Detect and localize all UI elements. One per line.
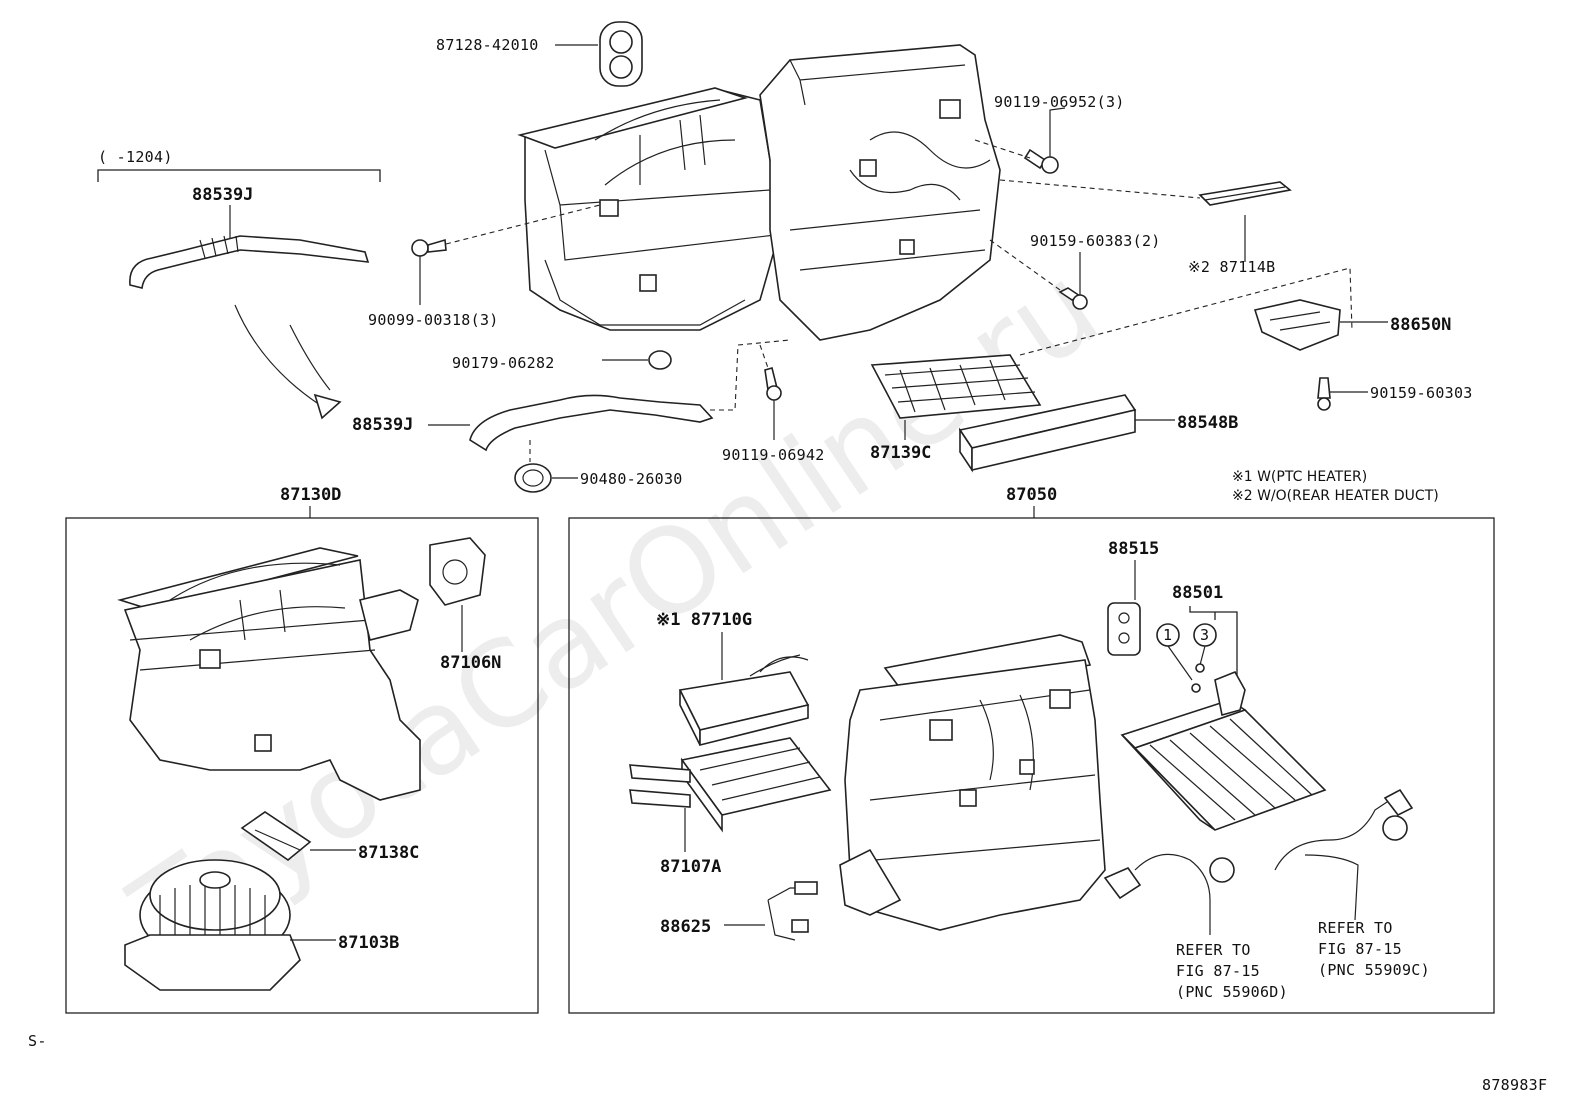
label-87106n: 87106N: [440, 653, 501, 673]
ref-55906d: REFER TO FIG 87-15 (PNC 55906D): [1176, 941, 1288, 1001]
actuator-88650n-icon: [1253, 299, 1341, 351]
screw-90119-06942-icon: [764, 367, 782, 401]
label-87103b: 87103B: [338, 933, 399, 953]
svg-text:REFER TO: REFER TO: [1176, 941, 1251, 959]
frame-87130d: [65, 517, 539, 1014]
svg-text:(PNC 55909C): (PNC 55909C): [1318, 961, 1430, 979]
resistor-87138c-icon: [240, 811, 312, 862]
evaporator-88501-icon: [1120, 670, 1327, 831]
wire-harness-55906d-icon: [1103, 853, 1235, 935]
screw-90099-icon: [411, 238, 447, 257]
svg-text:(PNC 55906D): (PNC 55906D): [1176, 983, 1288, 1001]
screw-90159-60303-icon: [1317, 377, 1331, 411]
label-88650n: 88650N: [1390, 315, 1451, 335]
label-90119-06942: 90119-06942: [722, 446, 825, 464]
filter-87139c-icon: [870, 354, 1042, 419]
wire-harness-55909c-icon: [1274, 788, 1414, 921]
svg-text:1: 1: [1163, 626, 1172, 644]
screw-90159-60383-icon: [1058, 287, 1088, 310]
label-90480: 90480-26030: [580, 470, 683, 488]
heater-unit-case-icon: [839, 634, 1106, 931]
hose-88539j-top-icon: [129, 235, 370, 289]
figure-id: 878983F: [1482, 1076, 1547, 1094]
note-ptc-heater: ※1 W(PTC HEATER): [1232, 469, 1367, 485]
label-88501: 88501: [1172, 583, 1223, 603]
label-87139c: 87139C: [870, 443, 931, 463]
label-90159-60303: 90159-60303: [1370, 384, 1473, 402]
label-87138c: 87138C: [358, 843, 419, 863]
svg-text:3: 3: [1200, 626, 1209, 644]
label-90159-60383: 90159-60383(2): [1030, 232, 1161, 250]
ptc-heater-87710g-icon: [678, 654, 810, 747]
heater-core-87107a-icon: [629, 737, 832, 833]
svg-text:REFER TO: REFER TO: [1318, 919, 1393, 937]
duct-87114b-icon: [1198, 181, 1292, 206]
label-88548b: 88548B: [1177, 413, 1238, 433]
label-87710g: ※1 87710G: [656, 610, 752, 630]
blower-case-icon: [117, 547, 421, 801]
actuator-87106n-icon: [429, 537, 486, 606]
hose-88539j-low-icon: [469, 394, 714, 452]
expansion-valve-88515-icon: [1107, 602, 1141, 656]
label-87107a: 87107A: [660, 857, 721, 877]
sensor-88625-icon: [767, 881, 818, 941]
label-87130d: 87130D: [280, 485, 341, 505]
footer-left-code: S-: [28, 1032, 47, 1050]
label-88539j-top: 88539J: [192, 185, 253, 205]
nut-90179-icon: [648, 350, 672, 370]
label-87114b: ※2 87114B: [1188, 258, 1276, 276]
svg-text:FIG 87-15: FIG 87-15: [1318, 940, 1402, 958]
blower-motor-87103b-icon: [124, 859, 301, 991]
filter-88548b-icon: [958, 394, 1137, 473]
label-87050: 87050: [1006, 485, 1057, 505]
grommet-90480-icon: [514, 463, 552, 493]
ref-55909c: REFER TO FIG 87-15 (PNC 55909C): [1318, 919, 1430, 979]
label-87128: 87128-42010: [436, 36, 539, 54]
label-88539j-low: 88539J: [352, 415, 413, 435]
label-88625: 88625: [660, 917, 711, 937]
label-90119-06952: 90119-06952(3): [994, 93, 1125, 111]
grommet-87128-icon: [599, 21, 643, 87]
main-hvac-assembly: [517, 44, 1001, 341]
label-hose-range: ( -1204): [98, 148, 173, 166]
o-ring-callout-1: 1: [1156, 623, 1180, 647]
frame-87050: [568, 517, 1495, 1014]
svg-text:FIG 87-15: FIG 87-15: [1176, 962, 1260, 980]
screw-90119-06952-icon: [1023, 148, 1059, 174]
label-88515: 88515: [1108, 539, 1159, 559]
note-rear-heater-duct: ※2 W/O(REAR HEATER DUCT): [1232, 488, 1439, 504]
label-90179: 90179-06282: [452, 354, 555, 372]
label-90099: 90099-00318(3): [368, 311, 499, 329]
o-ring-callout-3: 3: [1193, 623, 1217, 647]
